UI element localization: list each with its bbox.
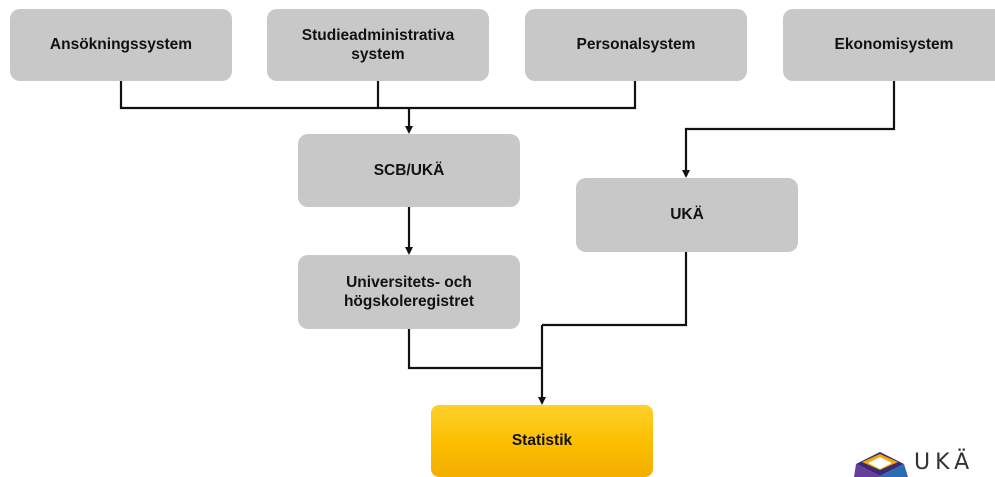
node-ekonomisystem-label: Ekonomisystem — [834, 36, 954, 54]
node-personalsystem-label: Personalsystem — [576, 36, 696, 54]
connector-uka-statistik — [542, 250, 688, 327]
connector-personal-scb — [409, 79, 637, 110]
node-scb-uka-label: SCB/UKÄ — [373, 161, 445, 179]
node-personalsystem: Personalsystem — [525, 9, 747, 81]
connector-ansokning-scb — [119, 79, 409, 110]
node-universitets-och-hogskoleregistret: Universitets- och högskoleregistret — [298, 255, 520, 329]
node-register-label: Universitets- och högskoleregistret — [343, 273, 475, 310]
node-statistik: Statistik — [431, 405, 653, 477]
uka-logo-wordmark: UKÄ — [914, 450, 975, 475]
uka-logo-mark — [854, 452, 908, 477]
node-ansokningssystem: Ansökningssystem — [10, 9, 232, 81]
node-uka-label: UKÄ — [670, 206, 704, 224]
node-uka: UKÄ — [576, 178, 798, 252]
node-studieadministrativa-system: Studieadministrativa system — [267, 9, 489, 81]
connector-register-statistik — [407, 327, 542, 370]
uka-logo: UKÄ — [852, 448, 995, 477]
connector-ekonomi-uka — [682, 79, 896, 178]
node-ekonomisystem: Ekonomisystem — [783, 9, 995, 81]
node-scb-uka: SCB/UKÄ — [298, 134, 520, 207]
node-statistik-label: Statistik — [511, 432, 573, 450]
node-ansokningssystem-label: Ansökningssystem — [49, 36, 193, 54]
node-studieadministrativa-system-label: Studieadministrativa system — [301, 26, 455, 63]
